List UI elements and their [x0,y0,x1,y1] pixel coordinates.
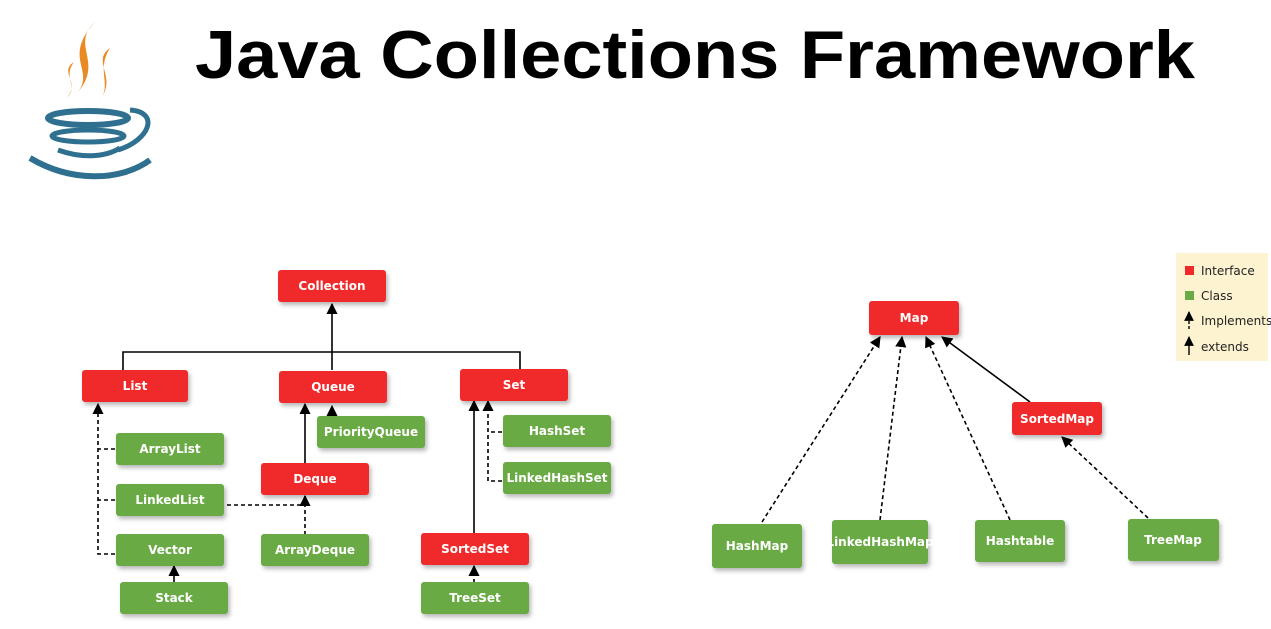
node-queue-label: Queue [311,380,355,394]
node-priorityqueue-label: PriorityQueue [324,425,418,439]
node-stack-label: Stack [155,591,194,605]
node-priorityqueue: PriorityQueue [317,416,425,448]
node-deque: Deque [261,463,369,495]
node-arraylist: ArrayList [116,433,224,465]
extends-arrow [941,336,1031,403]
node-linkedhashmap-label: LinkedHashMap [826,535,934,549]
node-sortedmap-label: SortedMap [1020,412,1094,426]
node-linkedhashset: LinkedHashSet [503,462,611,494]
node-sortedset-label: SortedSet [441,542,509,556]
node-hashmap: HashMap [712,524,802,568]
node-deque-label: Deque [293,472,336,486]
node-arraydeque: ArrayDeque [261,534,369,566]
legend: Interface Class Implements extends [1176,253,1271,361]
page-title: Java Collections Framework [195,17,1195,93]
node-treemap-label: TreeMap [1144,533,1202,547]
implements-arrow [92,402,115,555]
node-treemap: TreeMap [1128,519,1219,561]
legend-class-label: Class [1201,289,1233,303]
node-linkedlist-label: LinkedList [135,493,205,507]
node-list-label: List [123,379,148,393]
node-sortedmap: SortedMap [1012,402,1102,435]
implements-arrow [482,399,502,482]
node-queue: Queue [279,371,387,403]
node-treeset-label: TreeSet [449,591,501,605]
node-map: Map [869,301,959,335]
legend-implements-label: Implements [1201,314,1271,328]
node-set-label: Set [503,378,526,392]
branch-line [122,351,521,370]
implements-arrow [1061,436,1149,519]
connectors [92,302,1149,583]
node-vector-label: Vector [148,543,192,557]
legend-interface-label: Interface [1201,264,1255,278]
node-sortedset: SortedSet [421,533,529,565]
class-swatch [1185,291,1194,300]
node-linkedlist: LinkedList [116,484,224,516]
node-collection-label: Collection [298,279,365,293]
implements-arrow [879,335,907,521]
node-hashmap-label: HashMap [726,539,789,553]
java-coffee-cup-logo [28,22,152,180]
node-hashset-label: HashSet [529,424,586,438]
implements-arrow [925,335,1011,521]
node-set: Set [460,369,568,401]
interface-swatch [1185,266,1194,275]
node-hashset: HashSet [503,415,611,447]
node-collection: Collection [278,270,386,302]
node-treeset: TreeSet [421,582,529,614]
node-stack: Stack [120,582,228,614]
node-hashtable-label: Hashtable [986,534,1055,548]
node-map-label: Map [900,311,929,325]
node-vector: Vector [116,534,224,566]
node-arraydeque-label: ArrayDeque [275,543,355,557]
legend-extends-label: extends [1201,340,1249,354]
implements-arrow [227,494,311,507]
node-linkedhashmap: LinkedHashMap [826,520,934,564]
node-list: List [82,370,188,402]
implements-arrow [761,336,881,523]
node-hashtable: Hashtable [975,520,1065,562]
node-linkedhashset-label: LinkedHashSet [506,471,607,485]
node-arraylist-label: ArrayList [139,442,201,456]
